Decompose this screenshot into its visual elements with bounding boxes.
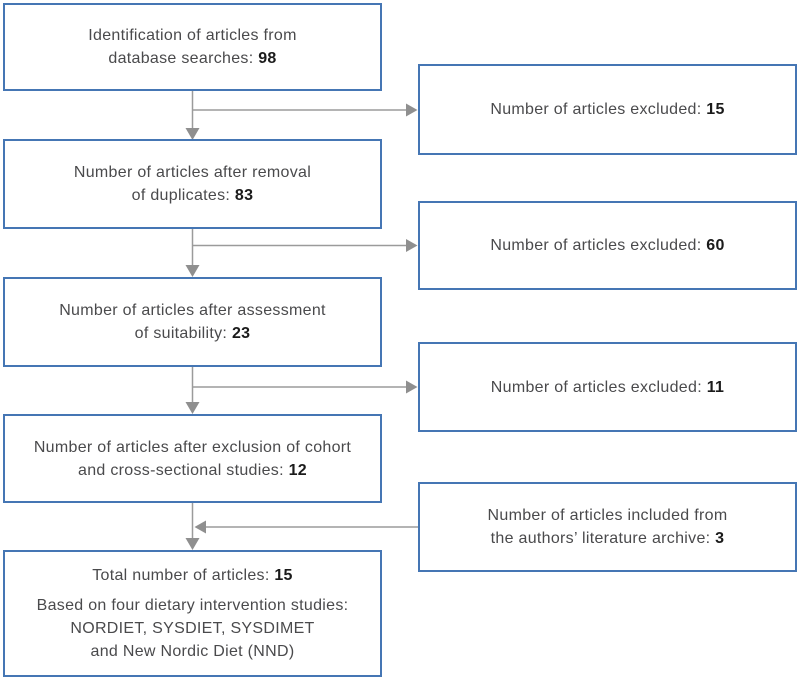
flow-box-excluded-2: Number of articles excluded: 60 xyxy=(418,201,797,290)
arrow-right-1 xyxy=(192,103,418,117)
box-label: Number of articles excluded: xyxy=(490,101,707,118)
box-text: Number of articles after removal of dupl… xyxy=(74,161,311,207)
arrow-down-1 xyxy=(185,91,200,140)
box-line: Identification of articles from xyxy=(88,27,297,44)
box-line: and New Nordic Diet (NND) xyxy=(90,643,295,660)
flow-box-after-suitability: Number of articles after assessment of s… xyxy=(3,277,382,367)
box-line: Based on four dietary intervention studi… xyxy=(36,597,349,614)
box-line: Total number of articles: 15 xyxy=(37,564,349,587)
box-label: of duplicates: xyxy=(131,187,235,204)
arrow-left-in xyxy=(194,520,418,534)
flow-box-after-duplicates: Number of articles after removal of dupl… xyxy=(3,139,382,229)
flow-box-excluded-1: Number of articles excluded: 15 xyxy=(418,64,797,155)
box-line: of duplicates: 83 xyxy=(74,184,311,207)
box-line: the authors’ literature archive: 3 xyxy=(488,527,728,550)
box-text: Number of articles excluded: 11 xyxy=(491,376,724,399)
box-line: NORDIET, SYSDIET, SYSDIMET xyxy=(70,620,315,637)
box-label: the authors’ literature archive: xyxy=(490,530,716,547)
box-label: and cross-sectional studies: xyxy=(78,461,289,479)
box-line: Number of articles included from xyxy=(487,507,728,524)
box-label: of suitability: xyxy=(134,325,232,342)
box-count: 98 xyxy=(258,50,277,67)
box-label: Number of articles excluded: xyxy=(490,237,707,254)
box-text: Total number of articles: 15 Based on fo… xyxy=(37,564,349,663)
flow-box-excluded-3: Number of articles excluded: 11 xyxy=(418,342,797,432)
box-line: database searches: 98 xyxy=(88,47,297,70)
box-text: Number of articles excluded: 60 xyxy=(490,234,724,257)
flow-box-identification: Identification of articles from database… xyxy=(3,3,382,91)
box-line: Number of articles after removal xyxy=(73,164,312,181)
box-line: Number of articles excluded: 60 xyxy=(490,234,724,257)
box-line: and cross-sectional studies: 12 xyxy=(34,459,351,482)
box-count: 23 xyxy=(231,325,251,342)
box-count: 60 xyxy=(706,237,725,254)
box-count: 11 xyxy=(706,378,725,396)
box-label: database searches: xyxy=(108,50,259,67)
box-text: Number of articles excluded: 15 xyxy=(490,98,724,121)
flow-box-after-exclusion: Number of articles after exclusion of co… xyxy=(3,414,382,503)
box-label: Total number of articles: xyxy=(92,567,275,584)
box-line: Number of articles excluded: 11 xyxy=(491,376,724,399)
box-label: Number of articles excluded: xyxy=(490,378,707,396)
box-line: of suitability: 23 xyxy=(59,322,326,345)
flow-box-total: Total number of articles: 15 Based on fo… xyxy=(3,550,382,677)
box-text: Number of articles included from the aut… xyxy=(488,504,728,550)
box-text: Number of articles after assessment of s… xyxy=(59,299,326,345)
box-count: 15 xyxy=(706,101,725,118)
arrow-right-3 xyxy=(192,380,418,394)
box-count: 3 xyxy=(715,530,725,547)
flow-box-included-archive: Number of articles included from the aut… xyxy=(418,482,797,572)
box-line: Number of articles after exclusion of co… xyxy=(33,438,352,456)
arrow-down-4 xyxy=(185,503,200,550)
box-count: 83 xyxy=(234,187,254,204)
arrow-right-2 xyxy=(192,239,418,252)
arrow-down-2 xyxy=(185,229,200,277)
arrow-down-3 xyxy=(185,367,200,414)
box-line: Number of articles excluded: 15 xyxy=(490,98,724,121)
box-text: Number of articles after exclusion of co… xyxy=(34,436,351,482)
box-line: Number of articles after assessment xyxy=(59,302,326,319)
box-text: Identification of articles from database… xyxy=(88,24,297,70)
box-count: 12 xyxy=(288,461,307,479)
box-count: 15 xyxy=(274,567,293,584)
